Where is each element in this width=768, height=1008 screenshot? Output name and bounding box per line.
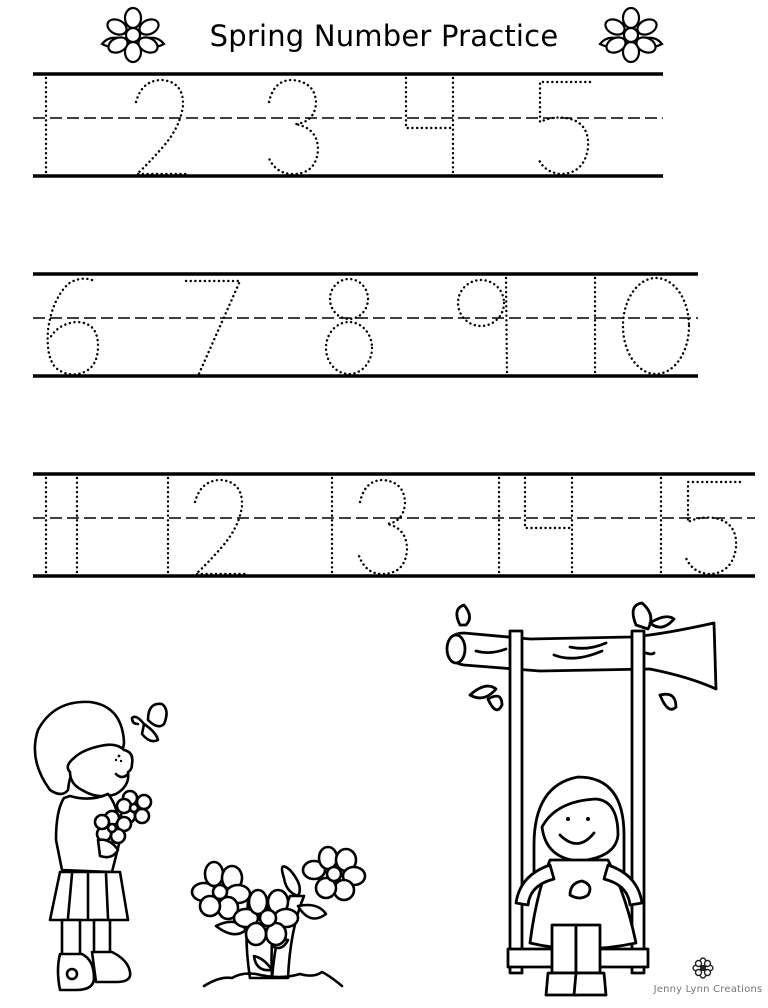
trace-number-12[interactable] xyxy=(166,476,247,576)
girl-with-bouquet-illustration xyxy=(33,700,168,992)
watermark-flower-icon xyxy=(692,957,714,979)
worksheet-header: Spring Number Practice xyxy=(0,0,768,70)
trace-number-13[interactable] xyxy=(330,476,409,576)
trace-digit-6[interactable] xyxy=(46,277,100,376)
girl-on-swing-illustration xyxy=(445,601,718,997)
tracing-row-3 xyxy=(0,466,768,586)
butterfly-icon xyxy=(130,702,168,743)
flower-icon xyxy=(100,6,166,64)
trace-digit-7[interactable] xyxy=(184,279,242,378)
trace-digit-8[interactable] xyxy=(324,277,374,376)
trace-number-14[interactable] xyxy=(497,476,574,576)
trace-digit-3[interactable] xyxy=(266,78,320,176)
trace-digit-4[interactable] xyxy=(404,76,455,176)
trace-digit-2[interactable] xyxy=(133,78,188,176)
worksheet-title: Spring Number Practice xyxy=(209,19,559,53)
bouquet-flowers xyxy=(93,789,153,845)
trace-digit-9[interactable] xyxy=(456,276,509,378)
watermark-text: Jenny Lynn Creations xyxy=(653,984,763,995)
flower-icon xyxy=(598,6,664,64)
flower-right-icon xyxy=(301,845,367,902)
trace-digit-10[interactable] xyxy=(593,276,691,378)
flower-center-icon xyxy=(232,888,300,947)
tracing-row-1 xyxy=(0,66,768,186)
flower-left-icon xyxy=(190,860,252,921)
tracing-row-2 xyxy=(0,266,768,386)
trace-digit-5[interactable] xyxy=(536,80,592,176)
trace-number-15[interactable] xyxy=(659,476,742,576)
flowers-in-ground-illustration xyxy=(190,845,367,988)
trace-number-11[interactable] xyxy=(44,476,79,576)
